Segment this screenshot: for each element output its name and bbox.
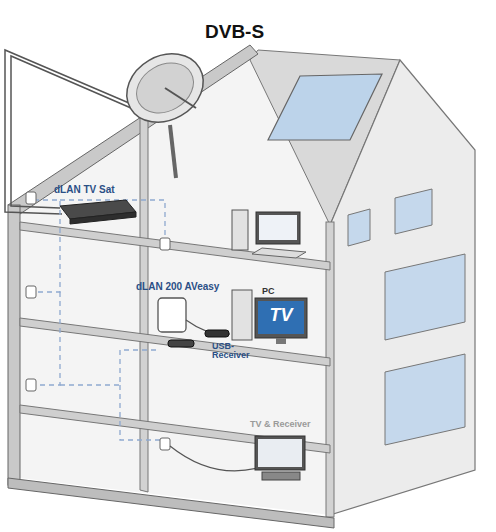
pc-tower xyxy=(232,290,252,340)
powerline-adapter xyxy=(158,298,186,332)
powerline-link xyxy=(60,200,165,242)
lnb-arm xyxy=(165,88,196,108)
usb-receiver xyxy=(205,330,229,337)
wall-socket xyxy=(160,438,170,450)
satellite-dish xyxy=(114,40,215,135)
device-label: TV & Receiver xyxy=(250,420,311,429)
skylight xyxy=(268,74,382,140)
outer-wall xyxy=(8,205,20,485)
powerline-link xyxy=(34,200,165,440)
wall-socket xyxy=(26,192,36,204)
inner-wall xyxy=(140,113,148,492)
keyboard xyxy=(252,248,306,258)
device-label: PC xyxy=(262,287,275,296)
dish-mast xyxy=(170,125,176,178)
device-label: dLAN TV Sat xyxy=(54,185,115,196)
window xyxy=(385,354,465,445)
roof-cut xyxy=(8,45,258,214)
powerline-link xyxy=(34,200,60,292)
wall-socket xyxy=(26,286,36,298)
screen-text: TV xyxy=(258,306,304,325)
pc-tower xyxy=(232,210,248,250)
facade-wall xyxy=(330,60,475,515)
window xyxy=(348,209,370,246)
wall-socket xyxy=(160,238,170,250)
power-cable xyxy=(170,446,258,471)
window xyxy=(395,189,432,234)
powerline-link xyxy=(34,292,60,385)
monitor-stand xyxy=(276,338,286,344)
powerline-link xyxy=(60,350,160,385)
monitor xyxy=(256,212,300,244)
ground-slab xyxy=(8,478,334,528)
system-title: DVB-S xyxy=(205,22,264,42)
device-label: USB-Receiver xyxy=(212,342,266,361)
monitor-screen xyxy=(259,215,297,240)
remote-control xyxy=(168,340,194,347)
coax-cable xyxy=(5,50,150,214)
sat-receiver-front xyxy=(70,212,136,224)
dish-inner xyxy=(128,53,203,123)
monitor-screen xyxy=(258,301,304,334)
television xyxy=(255,436,305,470)
wall-socket xyxy=(26,379,36,391)
television-screen xyxy=(258,439,302,467)
wall-socket xyxy=(26,192,170,450)
device-label: dLAN 200 AVeasy xyxy=(136,282,219,293)
monitor xyxy=(255,298,307,338)
window xyxy=(385,254,465,340)
receiver-box xyxy=(262,472,300,480)
powerline-link xyxy=(120,385,163,440)
